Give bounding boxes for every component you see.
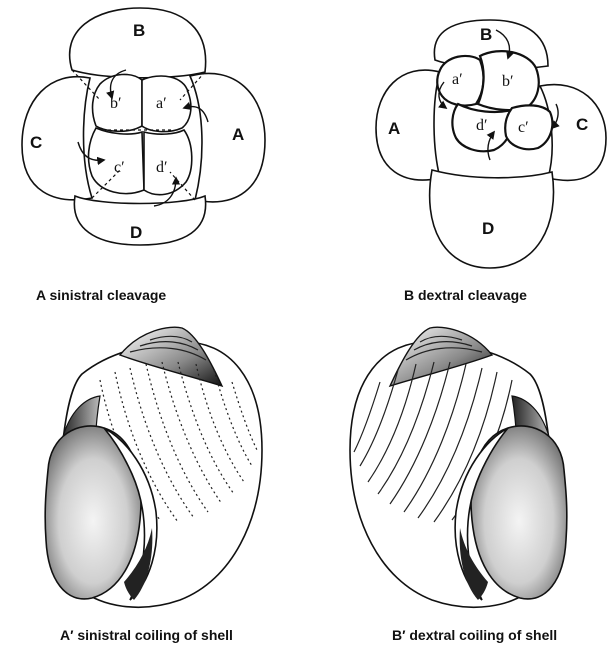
sinistral-cleavage-diagram: B C A D b′ a′ c′ d′ [22, 8, 265, 245]
macromere-A-dextral [376, 70, 440, 180]
label-A-sinistral: A [232, 125, 244, 144]
label-b-dextral: b′ [502, 73, 514, 90]
label-B-dextral: B [480, 25, 492, 44]
label-c-sinistral: c′ [114, 159, 125, 176]
sinistral-shell-illustration [45, 327, 262, 607]
macromere-B [70, 8, 206, 78]
label-A-dextral: A [388, 119, 400, 138]
caption-dextral-coiling: B′ dextral coiling of shell [392, 627, 557, 643]
label-a-sinistral: a′ [156, 95, 167, 112]
micromere-c-dextral [505, 105, 552, 149]
caption-sinistral-cleavage: A sinistral cleavage [36, 287, 166, 303]
label-d-dextral: d′ [476, 117, 488, 134]
label-D-dextral: D [482, 219, 494, 238]
dextral-shell-illustration [350, 327, 567, 607]
micromere-d [144, 130, 192, 195]
label-C-dextral: C [576, 115, 588, 134]
label-C-sinistral: C [30, 133, 42, 152]
label-b-sinistral: b′ [110, 95, 122, 112]
label-c-dextral: c′ [518, 119, 529, 136]
caption-dextral-cleavage: B dextral cleavage [404, 287, 527, 303]
label-D-sinistral: D [130, 223, 142, 242]
macromere-A [190, 73, 265, 201]
label-d-sinistral: d′ [156, 159, 168, 176]
caption-sinistral-coiling: A′ sinistral coiling of shell [60, 627, 233, 643]
label-a-dextral: a′ [452, 71, 463, 88]
dextral-cleavage-diagram: B A C D a′ b′ d′ c′ [376, 20, 606, 268]
label-B-sinistral: B [133, 21, 145, 40]
